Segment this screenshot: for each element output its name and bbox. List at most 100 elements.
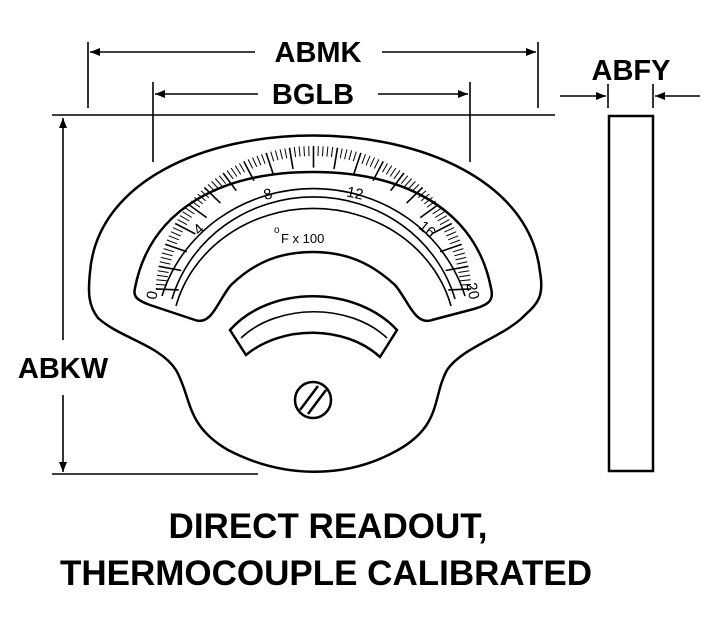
scale-tick bbox=[185, 207, 195, 215]
scale-tick bbox=[449, 239, 461, 245]
adjust-screw-icon bbox=[293, 380, 333, 420]
scale-ticks bbox=[155, 146, 472, 291]
scale-tick bbox=[445, 265, 469, 272]
indicator-window-inner bbox=[240, 310, 388, 339]
dimension-thickness: ABFY bbox=[560, 55, 700, 108]
scale-tick bbox=[344, 149, 348, 160]
scale-tick bbox=[182, 211, 193, 218]
scale-tick bbox=[203, 186, 221, 204]
caption-line-1: DIRECT READOUT, bbox=[169, 507, 488, 546]
scale-tick bbox=[452, 248, 464, 253]
scale-tick bbox=[389, 167, 397, 177]
scale-tick bbox=[439, 219, 450, 226]
scale-tick bbox=[456, 261, 468, 265]
scale-tick bbox=[326, 146, 329, 157]
unit-label: F x 100 bbox=[281, 231, 324, 246]
dimension-height: ABKW bbox=[18, 114, 555, 475]
scale-tick bbox=[226, 170, 234, 180]
scale-tick bbox=[155, 283, 167, 286]
height-label: ABKW bbox=[18, 353, 109, 385]
scale-tick bbox=[164, 243, 188, 253]
scale-tick bbox=[400, 175, 409, 185]
scale-tick bbox=[459, 274, 471, 278]
scale-tick bbox=[247, 159, 254, 169]
scale-tick bbox=[168, 235, 179, 241]
scale-tick bbox=[163, 248, 175, 253]
indicator-window bbox=[228, 295, 399, 359]
scale-tick bbox=[166, 239, 178, 245]
scale-tick bbox=[156, 279, 168, 282]
overall-width-label: ABMK bbox=[275, 37, 362, 69]
unit-degree-symbol: o bbox=[274, 225, 280, 236]
scale-tick bbox=[372, 161, 384, 182]
scale-tick bbox=[214, 178, 223, 187]
scale-tick bbox=[170, 231, 181, 237]
scale-tick bbox=[407, 181, 416, 190]
scale-tick bbox=[194, 197, 204, 205]
scale-tick bbox=[256, 155, 262, 166]
dimension-scale-width: BGLB bbox=[152, 79, 471, 162]
scale-tick bbox=[353, 152, 362, 174]
scale-tick bbox=[156, 274, 168, 278]
scale-tick bbox=[303, 146, 305, 157]
scale-tick bbox=[284, 148, 288, 159]
scale-tick bbox=[197, 193, 207, 202]
scale-tick bbox=[177, 219, 188, 226]
scale-tick bbox=[348, 150, 353, 161]
scale-tick bbox=[261, 154, 266, 164]
scale-tick bbox=[252, 157, 258, 168]
scale-tick bbox=[431, 222, 453, 235]
scale-tick bbox=[207, 184, 216, 193]
scale-tick bbox=[270, 151, 275, 162]
scale-tick bbox=[234, 165, 242, 175]
scale-tick bbox=[444, 227, 455, 233]
scale-tick bbox=[459, 279, 471, 282]
scale-tick bbox=[158, 265, 182, 272]
scale-tick bbox=[365, 155, 371, 166]
scale-tick bbox=[454, 252, 466, 257]
scale-tick bbox=[279, 149, 283, 160]
scale-tick bbox=[411, 184, 420, 193]
scale-tick bbox=[293, 147, 297, 158]
scale-tick bbox=[369, 157, 375, 168]
scale-tick bbox=[448, 235, 459, 241]
side-view bbox=[607, 114, 655, 473]
scale-tick bbox=[187, 203, 208, 219]
scale-tick bbox=[288, 147, 294, 170]
scale-tick bbox=[172, 227, 183, 233]
meter-housing-outline bbox=[87, 134, 543, 473]
scale-tick bbox=[160, 256, 172, 261]
scale-tick bbox=[174, 222, 196, 235]
scale-tick bbox=[406, 186, 424, 204]
scale-tick bbox=[361, 154, 366, 164]
scale-tick bbox=[437, 215, 448, 222]
scale-label-20: 20 bbox=[462, 281, 482, 301]
scale-tick bbox=[211, 181, 220, 190]
scale-label-12: 12 bbox=[345, 184, 365, 204]
scale-tick bbox=[390, 172, 405, 192]
scale-tick bbox=[191, 200, 201, 208]
scale-tick bbox=[393, 170, 401, 180]
scale-tick bbox=[230, 167, 238, 177]
scale-tick bbox=[404, 178, 413, 187]
caption-line-2: THERMOCOUPLE CALIBRATED bbox=[60, 554, 592, 593]
scale-tick bbox=[373, 159, 380, 169]
scale-tick bbox=[339, 148, 343, 159]
scale-tick bbox=[274, 150, 279, 161]
scale-tick bbox=[218, 175, 227, 185]
scale-tick bbox=[179, 215, 190, 222]
scale-tick bbox=[381, 163, 388, 173]
dimension-overall-width: ABMK bbox=[87, 37, 539, 108]
scale-width-label: BGLB bbox=[272, 79, 354, 111]
scale-tick bbox=[419, 203, 440, 219]
scale-tick bbox=[434, 211, 445, 218]
scale-tick bbox=[155, 288, 179, 291]
scale-label-0: 0 bbox=[143, 290, 161, 301]
scale-tick bbox=[222, 172, 237, 192]
scale-tick bbox=[330, 147, 334, 158]
scale-tick bbox=[243, 161, 255, 182]
scale-tick bbox=[157, 270, 169, 273]
scale-tick bbox=[385, 165, 393, 175]
scale-tick bbox=[432, 207, 442, 215]
